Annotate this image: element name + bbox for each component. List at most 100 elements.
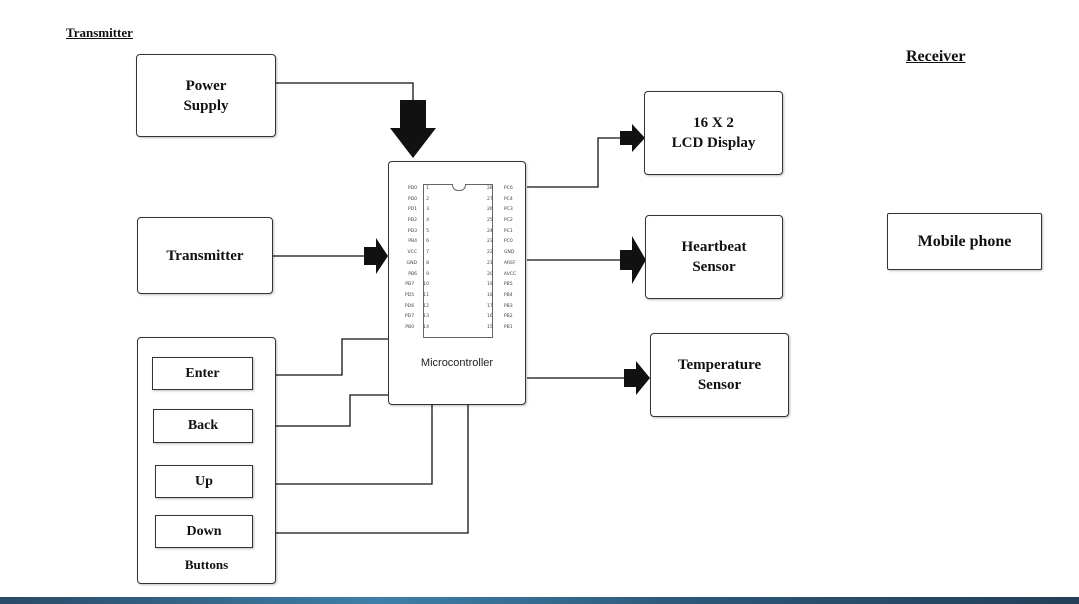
chip-pin-right: 21 AREF: [487, 259, 521, 270]
chip-pin-left: PD2 4: [397, 216, 429, 227]
chip-pin-right: 25 PC2: [487, 216, 521, 227]
chip-pin-name: PC6: [503, 186, 513, 191]
chip-pin-name: PD0: [407, 186, 418, 191]
chip-pin-number: 7: [426, 250, 429, 256]
chip-pin-name: VCC: [407, 250, 418, 256]
buttons-group-label: Buttons: [184, 557, 229, 572]
chip-pin-number: 19: [487, 282, 493, 288]
chip-pin-number: 12: [423, 303, 429, 309]
chip-pin-left: PD6 12: [397, 302, 429, 313]
chip-pin-right: 15 PB1: [487, 323, 521, 334]
enter-wire: [272, 338, 388, 376]
chip-pin-name: PB6: [408, 271, 418, 277]
back-wire: [272, 394, 388, 427]
chip-pin-number: 17: [487, 303, 493, 309]
receiver-heading: Receiver: [906, 48, 966, 65]
chip-pin-name: PD5: [404, 292, 415, 298]
chip-pin-right: 17 PB3: [487, 302, 521, 313]
up-wire: [272, 405, 433, 485]
chip-pin-number: 18: [487, 292, 493, 298]
chip-pin-right: 22 GND: [487, 248, 521, 259]
chip-notch: [452, 184, 466, 191]
chip-pin-name: PD1: [407, 207, 418, 213]
chip-pin-name: PC2: [503, 218, 513, 224]
chip-pin-name: PD6: [404, 303, 415, 309]
chip-pin-name: AREF: [503, 260, 516, 266]
mobile-phone-block: Mobile phone: [887, 213, 1042, 270]
temperature-arrow: [624, 361, 650, 395]
lcd-wire: [527, 137, 622, 188]
chip-pin-left: PD3 5: [397, 227, 429, 238]
chip-pin-number: 11: [423, 292, 429, 298]
chip-pin-name: GND: [503, 250, 515, 256]
microcontroller-label: Microcontroller: [420, 357, 494, 369]
chip-pin-name: PB5: [503, 282, 513, 288]
chip-pin-number: 10: [423, 282, 429, 288]
chip-pin-name: PC0: [503, 239, 513, 245]
chip-pin-name: PB0: [405, 324, 415, 330]
chip-pin-number: 28: [487, 186, 493, 191]
chip-pin-right: 18 PB4: [487, 291, 521, 302]
down-wire: [272, 405, 469, 534]
chip-body: [423, 184, 493, 338]
chip-pin-number: 4: [426, 218, 429, 224]
chip-pin-left: PD5 11: [397, 291, 429, 302]
chip-pin-number: 6: [426, 239, 429, 245]
enter-button[interactable]: Enter: [152, 357, 253, 390]
chip-pin-number: 15: [487, 324, 493, 330]
chip-pin-number: 3: [426, 207, 429, 213]
chip-pin-name: PB3: [503, 303, 513, 309]
chip-pin-number: 16: [487, 314, 493, 320]
chip-pin-name: PD3: [407, 228, 418, 234]
up-button[interactable]: Up: [155, 465, 253, 498]
chip-pin-right: 23 PC0: [487, 237, 521, 248]
chip-pin-number: 13: [423, 314, 429, 320]
heartbeat-sensor-block: Heartbeat Sensor: [645, 215, 783, 299]
back-button[interactable]: Back: [153, 409, 253, 443]
heartbeat-arrow: [620, 236, 646, 284]
lcd-arrow: [620, 124, 645, 152]
buttons-panel: Enter Back Up Down Buttons: [137, 337, 276, 584]
chip-pin-name: PD7: [404, 314, 415, 320]
chip-pin-number: 1: [426, 186, 429, 191]
down-button[interactable]: Down: [155, 515, 253, 548]
chip-pin-left: PD0 1: [397, 184, 429, 195]
chip-pin-left: PD7 13: [397, 312, 429, 323]
transmitter-heading: Transmitter: [66, 25, 133, 40]
chip-pin-number: 25: [487, 218, 493, 224]
chip-pin-number: 27: [487, 196, 493, 202]
power-supply-block: Power Supply: [136, 54, 276, 137]
power-arrow: [390, 100, 436, 158]
chip-pin-left: PD1 3: [397, 205, 429, 216]
chip-pin-name: PB4: [408, 239, 418, 245]
chip-pin-right: 28 PC6: [487, 184, 521, 195]
power-wire: [276, 82, 414, 100]
chip-pin-name: PB1: [503, 324, 513, 330]
lcd-display-block: 16 X 2 LCD Display: [644, 91, 783, 175]
chip-pin-number: 5: [426, 228, 429, 234]
chip-pin-name: PC1: [503, 228, 513, 234]
chip-pin-number: 21: [487, 260, 493, 266]
chip-pin-number: 9: [426, 271, 429, 277]
chip-pin-name: PB4: [503, 292, 513, 298]
chip-pin-number: 22: [487, 250, 493, 256]
chip-pin-number: 23: [487, 239, 493, 245]
chip-pin-name: PD2: [407, 218, 418, 224]
chip-pin-right: 19 PB5: [487, 280, 521, 291]
transmitter-block: Transmitter: [137, 217, 273, 294]
chip-pin-number: 20: [487, 271, 493, 277]
chip-pin-name: PD0: [407, 196, 418, 202]
chip-pin-number: 2: [426, 196, 429, 202]
chip-pin-left: PB6 9: [397, 270, 429, 281]
